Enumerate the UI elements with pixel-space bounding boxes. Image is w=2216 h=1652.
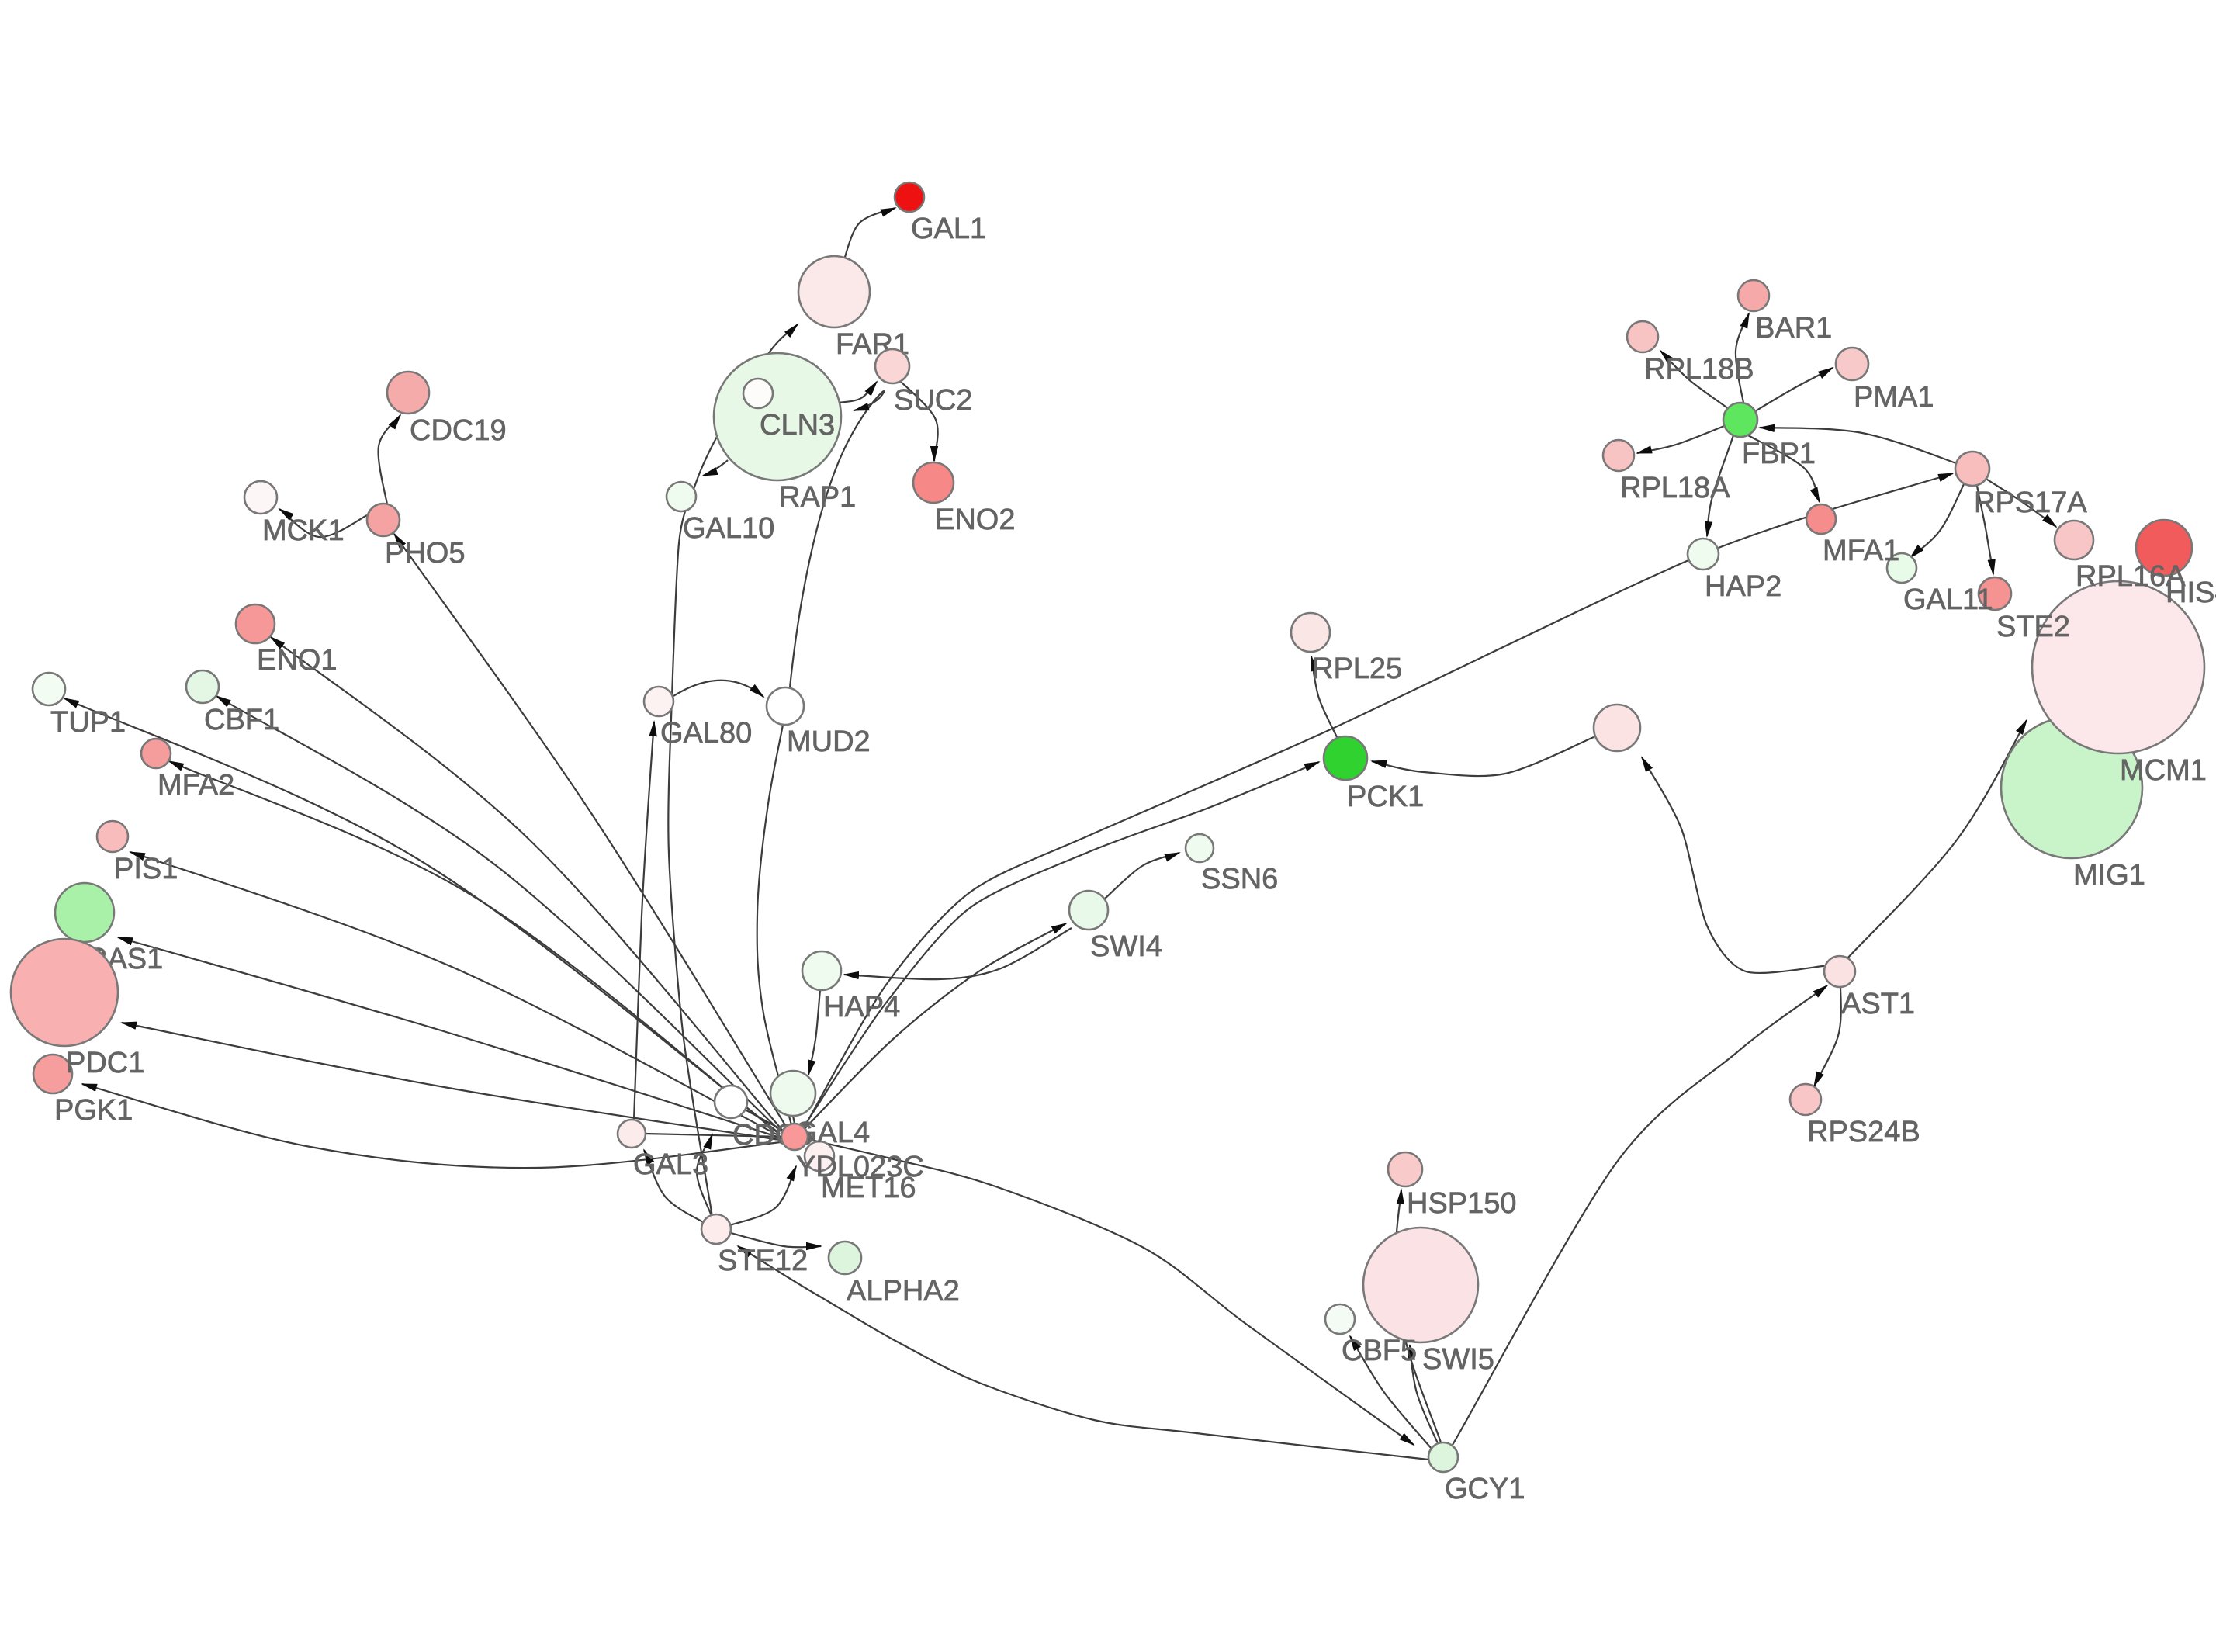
- svg-text:GAL10: GAL10: [683, 512, 774, 545]
- svg-text:HAP4: HAP4: [823, 991, 900, 1023]
- svg-text:GAL4: GAL4: [795, 1117, 870, 1149]
- svg-text:RPL18B: RPL18B: [1644, 353, 1754, 386]
- svg-text:MUD2: MUD2: [787, 726, 871, 758]
- svg-text:RAP1: RAP1: [779, 481, 856, 514]
- svg-text:MFA1: MFA1: [1823, 535, 1899, 567]
- svg-text:FBP1: FBP1: [1742, 438, 1816, 470]
- svg-text:RPL18A: RPL18A: [1620, 472, 1730, 504]
- svg-text:RPL16A: RPL16A: [2076, 560, 2186, 593]
- svg-text:CDC19: CDC19: [410, 414, 507, 447]
- svg-text:PHO5: PHO5: [385, 537, 465, 570]
- svg-text:CBF1: CBF1: [204, 704, 279, 736]
- svg-text:GCY1: GCY1: [1445, 1473, 1525, 1505]
- svg-text:MFA2: MFA2: [158, 769, 234, 802]
- svg-text:STE2: STE2: [1996, 611, 2070, 643]
- svg-text:CLN3: CLN3: [760, 409, 835, 442]
- svg-text:PGK1: PGK1: [54, 1094, 133, 1127]
- svg-text:HSP150: HSP150: [1407, 1187, 1517, 1220]
- svg-text:RPS17A: RPS17A: [1974, 487, 2087, 519]
- svg-text:PCK1: PCK1: [1347, 781, 1424, 813]
- svg-text:GAL3: GAL3: [633, 1148, 708, 1181]
- svg-text:SUC2: SUC2: [894, 384, 972, 417]
- svg-text:ALPHA2: ALPHA2: [847, 1275, 960, 1307]
- svg-text:TUP1: TUP1: [50, 706, 126, 739]
- svg-text:STE12: STE12: [718, 1245, 808, 1277]
- svg-text:BAR1: BAR1: [1755, 312, 1832, 345]
- svg-text:CBF5: CBF5: [1342, 1335, 1417, 1367]
- svg-text:PIS1: PIS1: [114, 853, 178, 885]
- svg-text:HIS4: HIS4: [2166, 577, 2216, 609]
- svg-text:SWI5: SWI5: [1422, 1343, 1494, 1376]
- svg-text:RPL25: RPL25: [1312, 653, 1402, 685]
- svg-text:GAL11: GAL11: [1903, 584, 1993, 616]
- svg-text:HAP2: HAP2: [1705, 570, 1781, 603]
- svg-text:RPS24B: RPS24B: [1807, 1116, 1920, 1148]
- svg-text:MCK1: MCK1: [262, 514, 345, 547]
- svg-text:MCM1: MCM1: [2120, 754, 2207, 787]
- svg-text:ENO1: ENO1: [257, 644, 337, 677]
- svg-text:SSN6: SSN6: [1201, 863, 1278, 895]
- svg-text:GAL1: GAL1: [911, 213, 986, 245]
- svg-text:PMA1: PMA1: [1854, 381, 1934, 414]
- svg-text:GAL80: GAL80: [660, 717, 752, 750]
- svg-text:MET16: MET16: [821, 1172, 916, 1204]
- svg-text:ENO2: ENO2: [935, 504, 1015, 536]
- svg-text:AST1: AST1: [1841, 988, 1915, 1020]
- svg-text:YDL023C: YDL023C: [796, 1151, 924, 1183]
- svg-text:MIG1: MIG1: [2073, 859, 2145, 892]
- svg-text:SWI4: SWI4: [1090, 930, 1162, 963]
- svg-text:PDC1: PDC1: [66, 1047, 144, 1079]
